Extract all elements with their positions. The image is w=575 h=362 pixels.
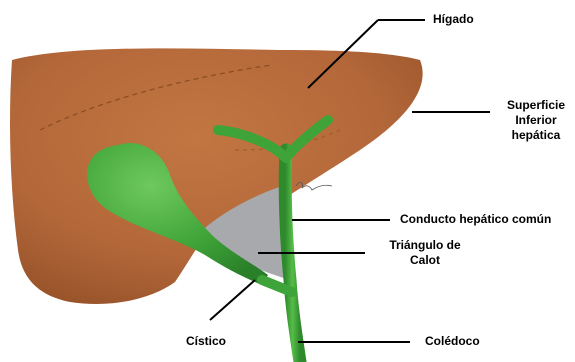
- leader-cystic: [210, 280, 255, 320]
- liver-shape: [10, 48, 423, 304]
- label-common-bile-duct: Colédoco: [425, 334, 480, 349]
- label-liver: Hígado: [433, 12, 474, 27]
- label-inferior-surface: Superficie Inferior hepática: [497, 98, 575, 143]
- label-cystic: Cístico: [186, 334, 226, 349]
- label-calot-triangle: Triángulo de Calot: [375, 238, 475, 268]
- label-common-hepatic-duct: Conducto hepático común: [400, 212, 551, 227]
